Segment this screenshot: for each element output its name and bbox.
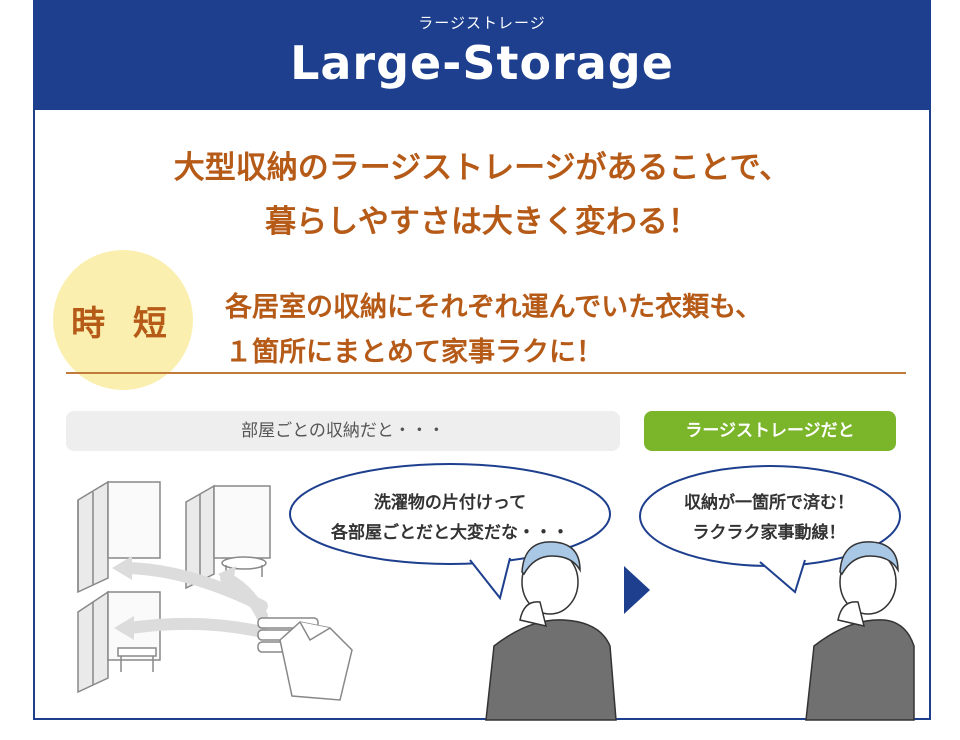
- person-illustration: [485, 541, 617, 721]
- headline-line-1: 大型収納のラージストレージがあることで、: [173, 150, 791, 186]
- after-label-pill: ラージストレージだと: [644, 411, 896, 451]
- speech-bubble: [639, 465, 901, 594]
- room-illustration: [77, 480, 161, 594]
- feature-text-line-1: 各居室の収納にそれぞれ運んでいた衣類も、: [225, 292, 763, 323]
- room-illustration: [185, 484, 271, 590]
- person-illustration: [805, 541, 915, 721]
- after-bubble-line-1: 収納が一箇所で済む！: [684, 493, 854, 513]
- after-bubble-text: 収納が一箇所で済む！ ラクラク家事動線！: [644, 488, 894, 548]
- feature-badge-label: 時 短: [71, 304, 175, 344]
- laundry-icon: [257, 617, 353, 701]
- feature-badge-circle: [53, 250, 193, 390]
- room-illustration: [77, 590, 161, 694]
- before-bubble-text: 洗濯物の片付けって 各部屋ごとだと大変だな・・・: [290, 488, 610, 548]
- arrow-head: [112, 556, 236, 640]
- speech-bubble: [289, 463, 611, 601]
- header-subtitle: ラージストレージ: [418, 14, 546, 32]
- before-bubble-line-2: 各部屋ごとだと大変だな・・・: [331, 523, 569, 543]
- section-divider: [66, 372, 906, 374]
- header-banner: ラージストレージ Large-Storage: [33, 0, 931, 110]
- after-bubble-line-2: ラクラク家事動線！: [692, 523, 846, 543]
- header-title: Large-Storage: [290, 36, 674, 90]
- before-bubble-line-1: 洗濯物の片付けって: [373, 493, 527, 513]
- headline-line-2: 暮らしやすさは大きく変わる！: [265, 204, 699, 240]
- next-arrow-icon: [624, 566, 650, 614]
- feature-text-line-2: １箇所にまとめて家事ラクに！: [225, 337, 603, 368]
- before-label-pill: 部屋ごとの収納だと・・・: [66, 411, 620, 451]
